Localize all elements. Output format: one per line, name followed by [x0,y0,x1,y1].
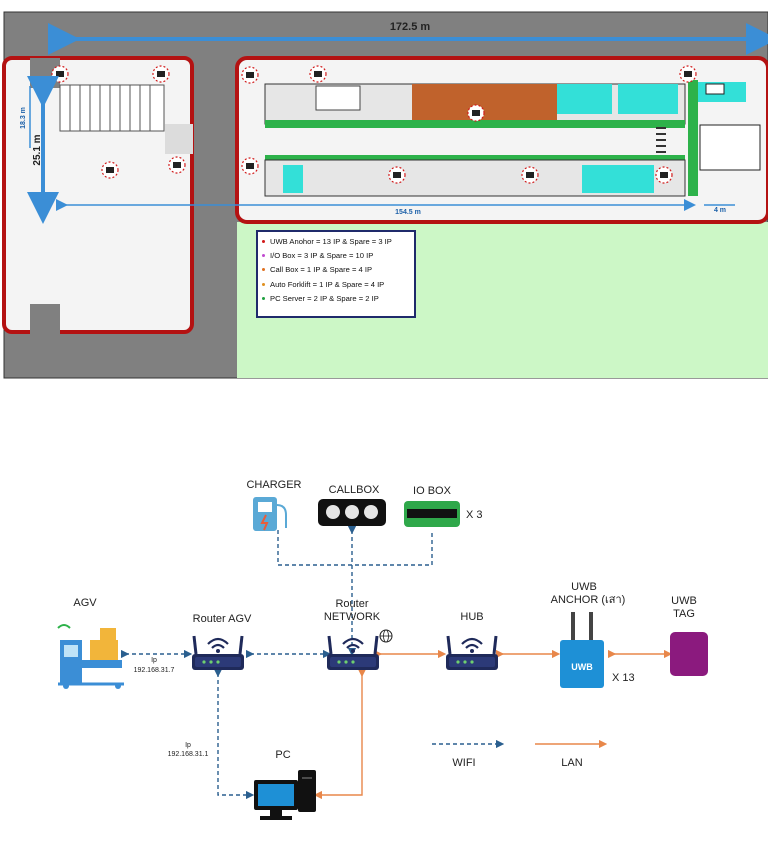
ip-agv: 192.168.31.7 [134,667,175,674]
floor-plan: 172.5 m 25.1 m 18.3 m 154.5 m 4 m [2,11,768,379]
hub-label: HUB [460,611,483,623]
uwb-tag-label-1: UWB [671,595,697,607]
uwb-anchor-label-2: ANCHOR (เสา) [551,594,626,606]
uwb-anchor-count: X 13 [612,672,635,684]
legend-text: I/O Box = 3 IP & Spare = 10 IP [270,251,374,261]
anchor-device [56,71,64,77]
io-box-label: IO BOX [413,485,452,497]
legend-item: UWB Anohor = 13 IP & Spare = 3 IP [262,235,410,249]
legend-bullet [262,296,265,300]
anchor-device [106,167,114,173]
ip-pc-label: Ip [185,742,191,749]
dim-inner-width: 154.5 m [395,209,421,216]
pc-label: PC [275,749,290,761]
legend-item: I/O Box = 3 IP & Spare = 10 IP [262,249,410,263]
legend-bullet [262,240,265,243]
anchor-device [157,71,165,77]
router-agv-label: Router AGV [193,613,252,625]
anchor-device [393,172,401,178]
charger-label: CHARGER [246,479,301,491]
globe-icon [379,629,393,643]
wifi-router-pc [213,668,255,800]
agv-label: AGV [73,597,97,609]
anchor-device [173,162,181,168]
legend-item: Call Box = 1 IP & Spare = 4 IP [262,263,410,277]
legend-text: UWB Anohor = 13 IP & Spare = 3 IP [270,237,392,246]
legend-text: PC Server = 2 IP & Spare = 2 IP [270,293,379,303]
uwb-tag-icon [670,632,708,676]
charger-icon [253,497,287,531]
uwb-anchor-markers [51,65,697,184]
anchor-device [684,71,692,77]
uwb-anchor-icon [560,612,604,688]
router-agv-icon [192,635,244,670]
legend-wifi-label: WIFI [452,757,475,769]
router-network-label-1: Router [335,598,368,610]
io-box-icon [404,501,460,527]
anchor-device [314,71,322,77]
anchor-device [246,72,254,78]
anchor-device [660,172,668,178]
uwb-anchor-device-label: UWB [571,662,593,672]
network-diagram: CHARGER CALLBOX IO BOX X 3 AGV Ip [57,479,708,820]
anchor-device [246,163,254,169]
dim-small-width: 4 m [714,207,726,214]
legend-text: Auto Forklift = 1 IP & Spare = 4 IP [270,279,385,289]
router-network-label-2: NETWORK [324,611,381,623]
lan-router-pc [313,668,367,800]
callbox-icon [318,499,386,526]
pc-icon [254,770,316,820]
ip-agv-label: Ip [151,657,157,664]
agv-icon [57,624,124,689]
dim-height-inner: 18.3 m [20,107,27,129]
uwb-anchor-label-1: UWB [571,581,597,593]
legend-bullet [262,282,265,286]
floorplan-legend: UWB Anohor = 13 IP & Spare = 3 IP I/O Box… [256,230,416,318]
dim-height-main: 25.1 m [32,134,43,165]
dim-total-width: 172.5 m [390,21,431,33]
legend-lan-label: LAN [561,757,582,769]
legend-bullet [262,254,265,258]
left-building [2,56,194,334]
hub-icon [446,635,498,670]
legend-text: Call Box = 1 IP & Spare = 4 IP [270,265,373,275]
io-box-count: X 3 [466,509,483,521]
legend-item: Auto Forklift = 1 IP & Spare = 4 IP [262,278,410,292]
ip-pc: 192.168.31.1 [168,751,209,758]
wifi-bus-top [277,530,433,566]
callbox-label: CALLBOX [329,484,380,496]
router-network-icon [327,635,379,670]
uwb-tag-label-2: TAG [673,608,695,620]
anchor-device [472,110,480,116]
legend-bullet [262,268,265,272]
anchor-device [526,172,534,178]
legend-item: PC Server = 2 IP & Spare = 2 IP [262,292,410,306]
right-building [235,56,768,224]
